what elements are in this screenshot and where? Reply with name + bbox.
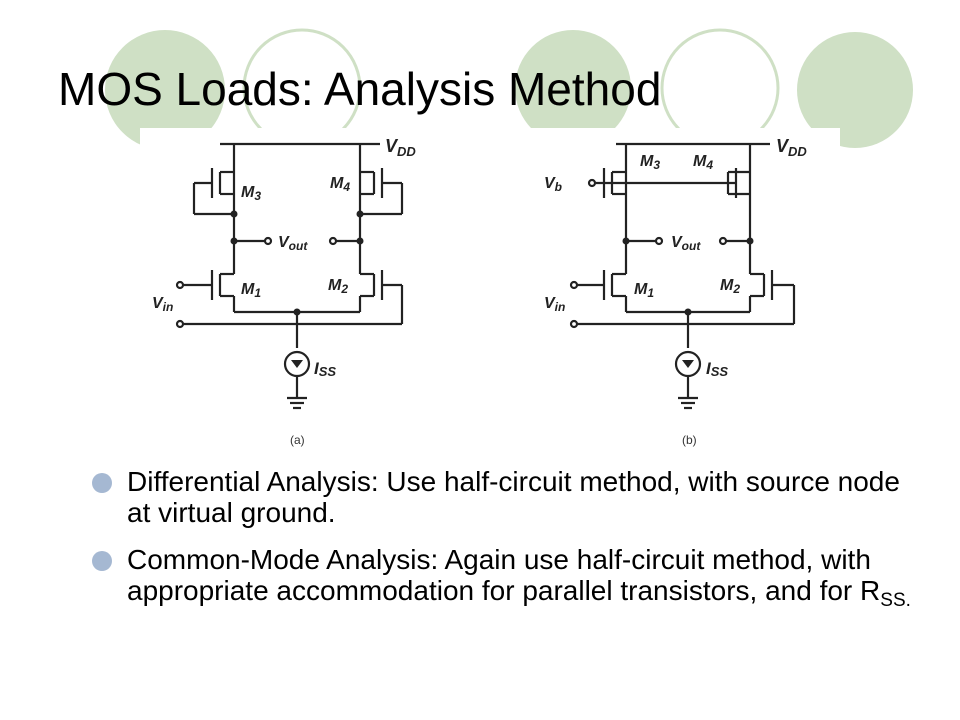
vb-label-b: Vb [544,175,562,194]
circuit-b [569,142,796,410]
m1-label-b: M1 [634,281,654,300]
circuit-diagram: VDD M3 M4 Vout M1 M2 Vin ISS VDD M3 M4 V… [140,128,840,458]
slide-title: MOS Loads: Analysis Method [58,63,662,115]
circle-3 [515,30,631,146]
bullet-item-differential: Differential Analysis: Use half-circuit … [92,466,912,528]
m3-label-b: M3 [640,153,660,172]
vout-label-b: Vout [671,234,701,253]
bullet-item-common-mode: Common-Mode Analysis: Again use half-cir… [92,544,912,610]
vout-label-a: Vout [278,234,308,253]
bullet-list: Differential Analysis: Use half-circuit … [92,466,912,622]
vin-label-a: Vin [152,295,173,314]
circuit-a [175,142,404,410]
vdd-label-a: VDD [385,136,416,159]
bullet-dot-icon [92,551,112,571]
m2-label-a: M2 [328,277,348,296]
decorative-circles [105,28,913,150]
m3-label-a: M3 [241,184,261,203]
bullet-text: Differential Analysis: Use half-circuit … [127,466,900,528]
circuit-b-dots [622,237,754,368]
bullet-text: Common-Mode Analysis: Again use half-cir… [127,544,881,606]
m2-label-b: M2 [720,277,740,296]
bullet-subscript: SS. [880,590,911,611]
m4-label-b: M4 [693,153,713,172]
circle-5 [797,32,913,148]
iss-label-a: ISS [314,359,336,379]
circuit-labels: VDD M3 M4 Vout M1 M2 Vin ISS VDD M3 M4 V… [152,136,807,379]
iss-label-b: ISS [706,359,728,379]
m4-label-a: M4 [330,175,350,194]
caption-b: (b) [682,433,697,447]
m1-label-a: M1 [241,281,261,300]
captions: (a) (b) [290,433,697,447]
circle-1 [105,30,225,150]
circuit-figure: VDD M3 M4 Vout M1 M2 Vin ISS VDD M3 M4 V… [140,128,840,458]
caption-a: (a) [290,433,305,447]
bullet-dot-icon [92,473,112,493]
vin-label-b: Vin [544,295,565,314]
circuit-a-dots [230,210,364,368]
vdd-label-b: VDD [776,136,807,159]
